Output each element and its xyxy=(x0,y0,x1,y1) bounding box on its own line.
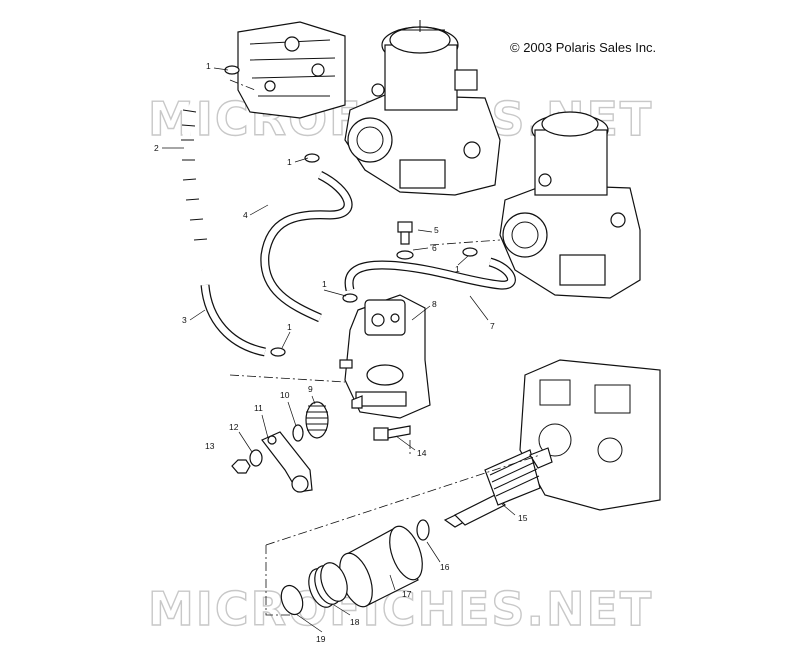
shaft-sleeve xyxy=(339,525,423,608)
crankcase xyxy=(519,359,661,511)
callout-1: 1 xyxy=(287,157,292,167)
control-lever xyxy=(261,431,313,493)
mounting-bolt xyxy=(373,425,411,441)
hose-4 xyxy=(260,170,353,323)
carburetor-right xyxy=(499,111,641,299)
callout-2: 2 xyxy=(154,143,159,153)
hose-3 xyxy=(200,284,267,357)
o-ring xyxy=(280,584,304,616)
hex-nut xyxy=(231,459,251,474)
callout-11: 11 xyxy=(254,403,263,413)
lock-washer xyxy=(249,449,263,467)
callout-1: 1 xyxy=(455,264,460,274)
callout-1: 1 xyxy=(287,322,292,332)
callout-4: 4 xyxy=(243,210,248,220)
callout-19: 19 xyxy=(316,634,326,644)
oil-pump xyxy=(339,294,431,419)
sealing-washer xyxy=(396,250,414,260)
thrust-washer xyxy=(292,424,304,442)
callout-8: 8 xyxy=(432,299,437,309)
leader-lines xyxy=(162,67,516,633)
drive-shaft xyxy=(443,447,553,528)
assembly-lines xyxy=(229,79,541,616)
callout-17: 17 xyxy=(402,589,412,599)
hose-2 xyxy=(181,72,226,271)
copyright-notice: © 2003 Polaris Sales Inc. xyxy=(510,40,657,55)
spring xyxy=(308,562,348,608)
callout-15: 15 xyxy=(518,513,528,523)
callout-1: 1 xyxy=(322,279,327,289)
callout-16: 16 xyxy=(440,562,450,572)
callout-5: 5 xyxy=(434,225,439,235)
banjo-bolt xyxy=(397,221,413,245)
callout-10: 10 xyxy=(280,390,290,400)
watermark-bottom: MICROFICHES.NET xyxy=(148,582,653,636)
callout-18: 18 xyxy=(350,617,360,627)
callout-12: 12 xyxy=(229,422,239,432)
callout-13: 13 xyxy=(205,441,215,451)
callout-3: 3 xyxy=(182,315,187,325)
callouts: 1 2 3 4 1 1 1 1 5 6 7 8 9 10 11 12 13 14… xyxy=(154,61,528,644)
callout-6: 6 xyxy=(432,243,437,253)
engine-head xyxy=(237,21,346,119)
callout-1: 1 xyxy=(206,61,211,71)
pump-drive-gear xyxy=(305,401,329,439)
callout-7: 7 xyxy=(490,321,495,331)
hose-7 xyxy=(344,257,516,292)
callout-9: 9 xyxy=(308,384,313,394)
hose-clamps xyxy=(224,65,478,357)
callout-14: 14 xyxy=(417,448,427,458)
carburetor-upper xyxy=(344,20,501,196)
shaft-washer xyxy=(416,519,430,541)
